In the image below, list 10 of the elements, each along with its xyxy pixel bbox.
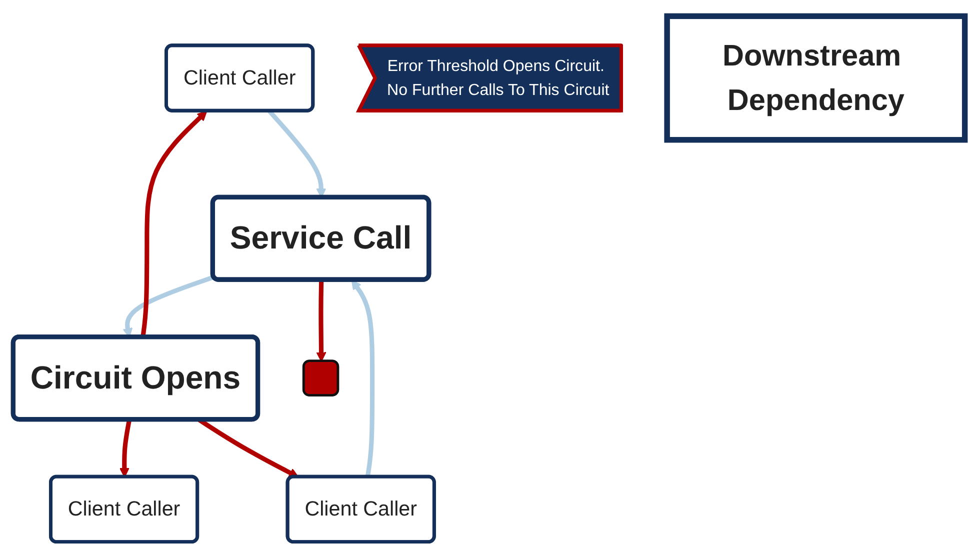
client-caller-box: Client Caller <box>49 474 200 544</box>
process-box: Service Call <box>210 194 432 282</box>
process-box: Circuit Opens <box>10 334 260 422</box>
arrow <box>351 279 375 477</box>
client-caller-box: Client Caller <box>286 474 436 544</box>
note-banner: Error Threshold Opens Circuit. No Further Calls To This Circuit <box>357 43 623 112</box>
dependency-bar <box>302 359 340 396</box>
dependency-box: Downstream Dependency <box>664 12 968 142</box>
arrow <box>316 280 326 362</box>
client-caller-box: Client Caller <box>164 43 315 112</box>
